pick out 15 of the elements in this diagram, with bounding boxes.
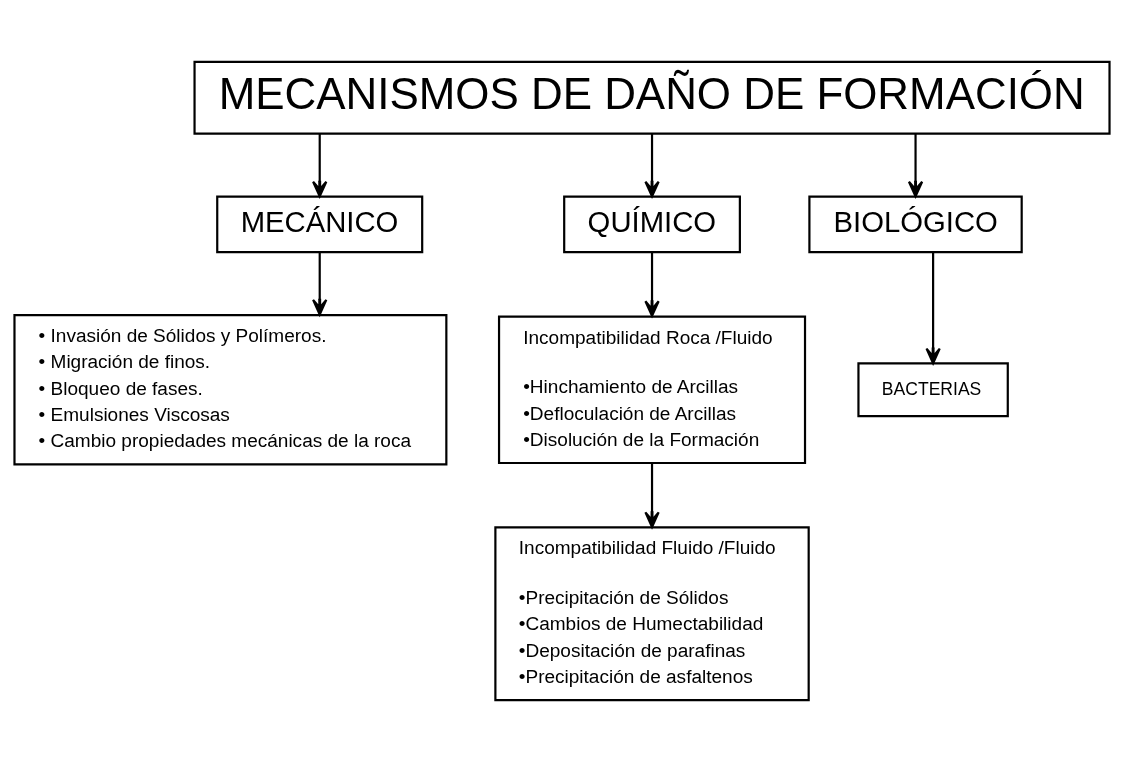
arrow <box>312 252 328 316</box>
node-box: Incompatibilidad Fluido /Fluido •Precipitación de Sólidos •Cambios de Humectabilidad •Depositación de parafinas •Precipitación de asfaltenos <box>494 526 810 702</box>
node-box: BIOLÓGICO <box>808 195 1023 254</box>
arrow <box>644 463 660 529</box>
arrow <box>907 133 924 198</box>
node-box: MECANISMOS DE DAÑO DE FORMACIÓN <box>193 60 1111 135</box>
node-box: QUÍMICO <box>563 195 741 254</box>
arrow <box>644 133 660 198</box>
node-box: Incompatibilidad Roca /Fluido •Hinchamiento de Arcillas •Defloculación de Arcillas •Disolución de la Formación <box>497 315 807 465</box>
arrow <box>925 252 941 365</box>
node-box: MECÁNICO <box>216 195 424 254</box>
node-box: • Invasión de Sólidos y Polímeros. • Migración de finos. • Bloqueo de fases. • Emulsiones Viscosas • Cambio propiedades mecánicas de la roca <box>13 314 448 466</box>
arrow <box>312 133 328 198</box>
node-box: BACTERIAS <box>857 362 1009 418</box>
arrow <box>644 252 660 317</box>
